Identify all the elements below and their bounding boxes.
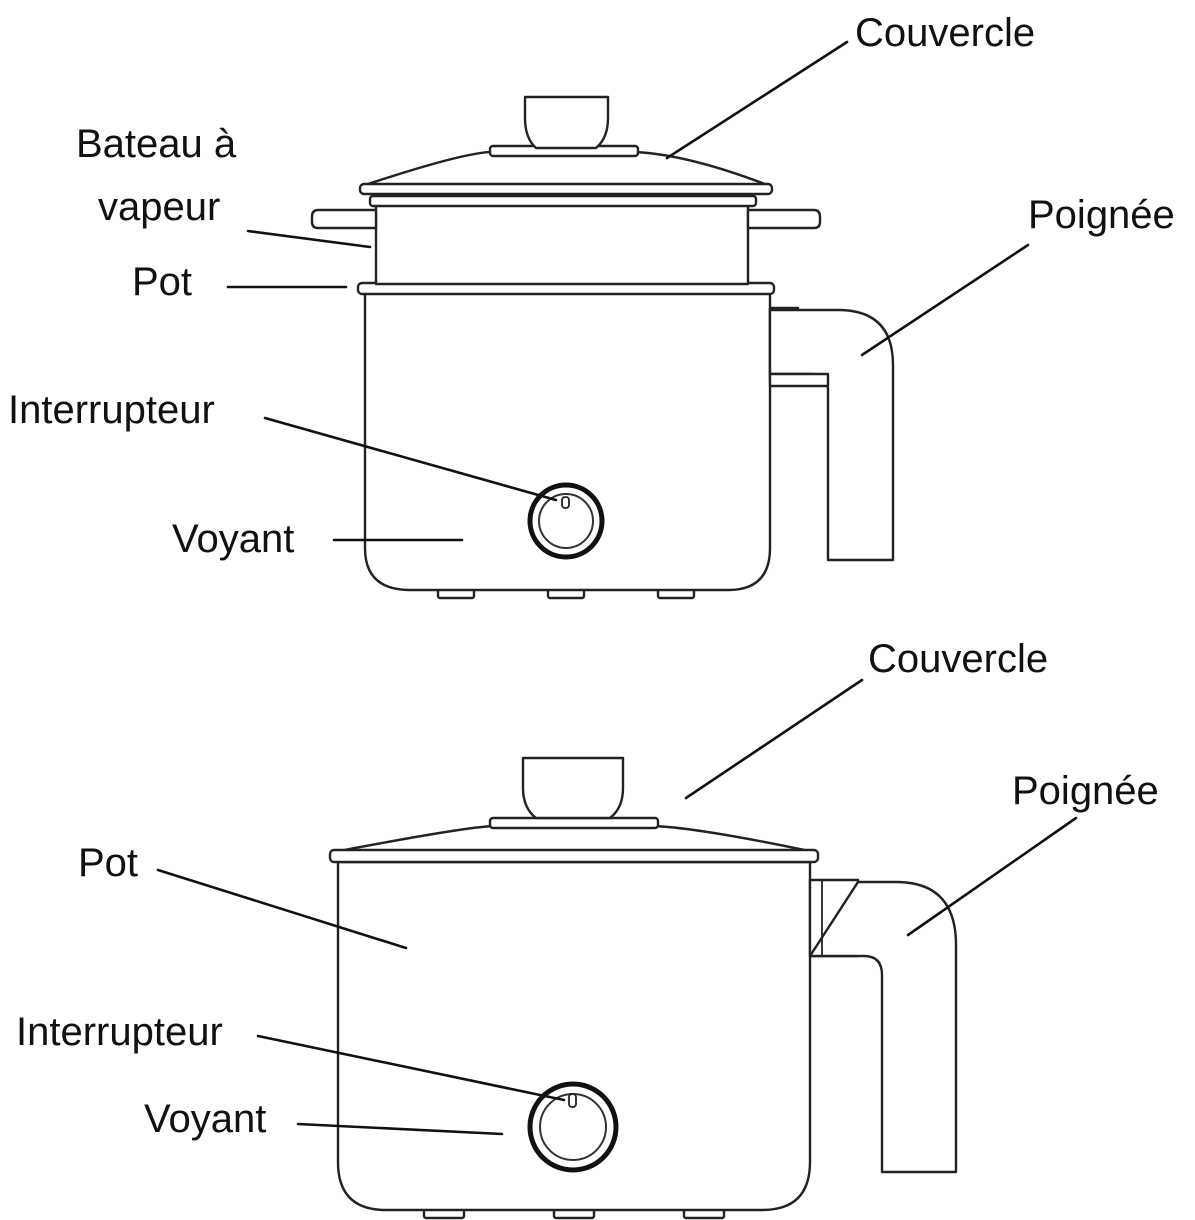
top-steamer-label-line2: vapeur — [98, 185, 220, 229]
top-steamer-label-line1: Bateau à — [76, 122, 237, 166]
top-switch-leader — [263, 416, 558, 502]
bottom-indicator-leader — [296, 1122, 504, 1136]
bottom-lid — [328, 756, 820, 864]
bottom-handle-leader — [906, 816, 1078, 937]
top-pot-body — [363, 290, 772, 592]
top-lid — [358, 95, 774, 196]
bottom-handle — [808, 878, 958, 1174]
bottom-lid-leader — [684, 678, 864, 800]
bottom-lid-label: Couvercle — [868, 637, 1048, 681]
bottom-handle-label: Poignée — [1012, 769, 1159, 813]
bottom-pot-body — [336, 860, 812, 1212]
top-indicator-label: Voyant — [172, 517, 294, 561]
bottom-figure: Couvercle Poignée Pot Interrupteur Voyan… — [16, 637, 1159, 1220]
bottom-switch-leader — [256, 1034, 566, 1102]
bottom-switch-label: Interrupteur — [16, 1010, 223, 1054]
top-handle — [768, 306, 895, 562]
top-handle-leader — [860, 243, 1030, 357]
bottom-pot-label: Pot — [78, 841, 138, 885]
top-steamer-leader — [246, 229, 372, 249]
top-figure: Couvercle Bateau à vapeur Pot Poignée In… — [8, 11, 1175, 600]
top-handle-label: Poignée — [1028, 193, 1175, 237]
bottom-indicator-label: Voyant — [144, 1097, 266, 1141]
top-switch-label: Interrupteur — [8, 388, 215, 432]
top-lid-label: Couvercle — [855, 11, 1035, 55]
top-knob — [527, 482, 605, 560]
top-steamer — [310, 194, 822, 286]
top-pot-label: Pot — [132, 260, 192, 304]
top-lid-leader — [665, 40, 849, 160]
bottom-pot-leader — [156, 868, 408, 950]
bottom-knob — [527, 1081, 619, 1173]
